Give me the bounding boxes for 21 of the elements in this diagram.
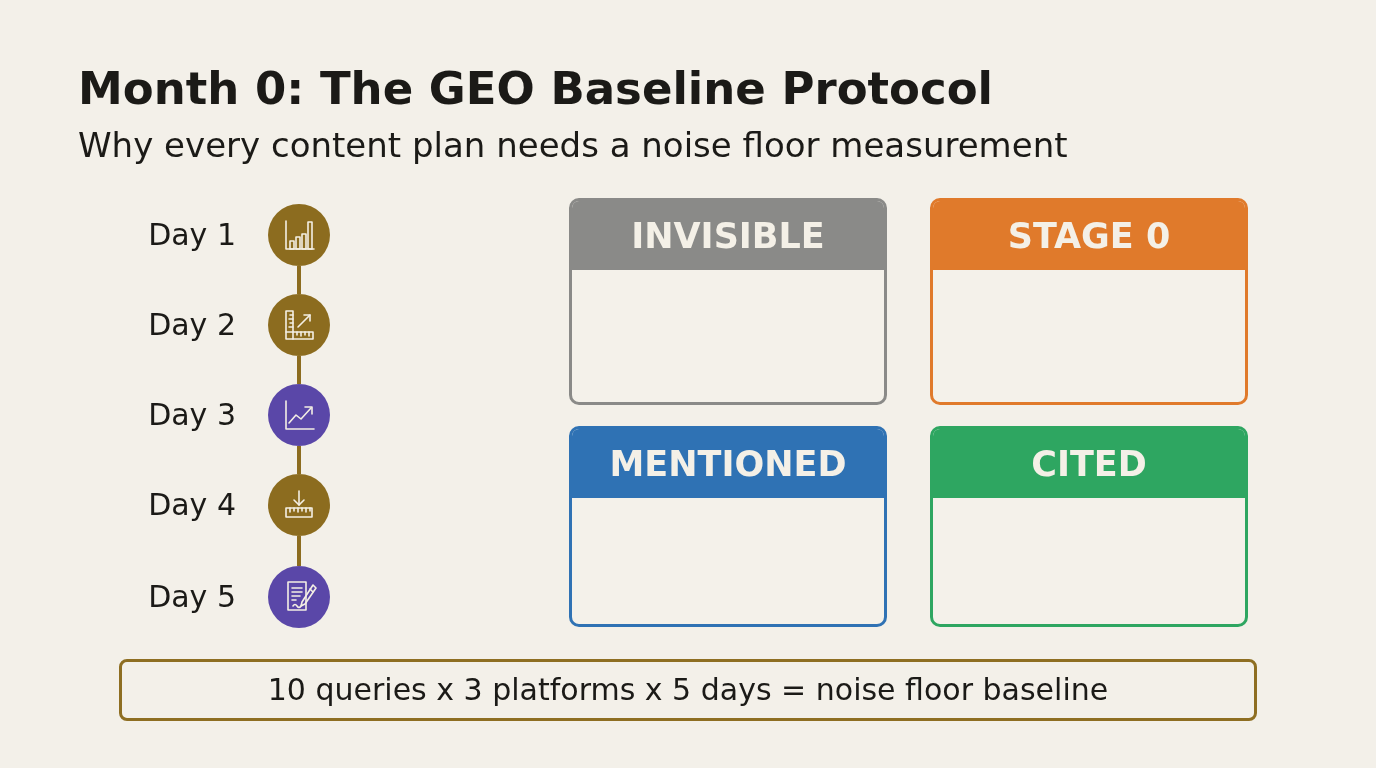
formula-panel	[119, 659, 1257, 721]
day-label: Day 4	[148, 487, 236, 523]
day-label: Day 1	[148, 217, 236, 253]
connector-line	[297, 446, 301, 474]
status-card	[569, 426, 887, 627]
card-title: INVISIBLE	[631, 214, 825, 257]
connector-line	[297, 536, 301, 566]
day-label: Day 5	[148, 579, 236, 615]
card-title: STAGE 0	[1007, 214, 1171, 257]
status-card	[569, 198, 887, 405]
card-title: CITED	[1031, 442, 1147, 485]
day-label: Day 3	[148, 397, 236, 433]
status-card	[930, 426, 1248, 627]
connector-line	[297, 356, 301, 384]
connector-line	[297, 266, 301, 294]
subtitle: Why every content plan needs a noise floor measurement	[78, 125, 1068, 166]
card-title: MENTIONED	[609, 442, 847, 485]
status-card	[930, 198, 1248, 405]
day-label: Day 2	[148, 307, 236, 343]
title: Month 0: The GEO Baseline Protocol	[78, 64, 993, 114]
formula-text: 10 queries x 3 platforms x 5 days = noise floor baseline	[267, 672, 1109, 708]
